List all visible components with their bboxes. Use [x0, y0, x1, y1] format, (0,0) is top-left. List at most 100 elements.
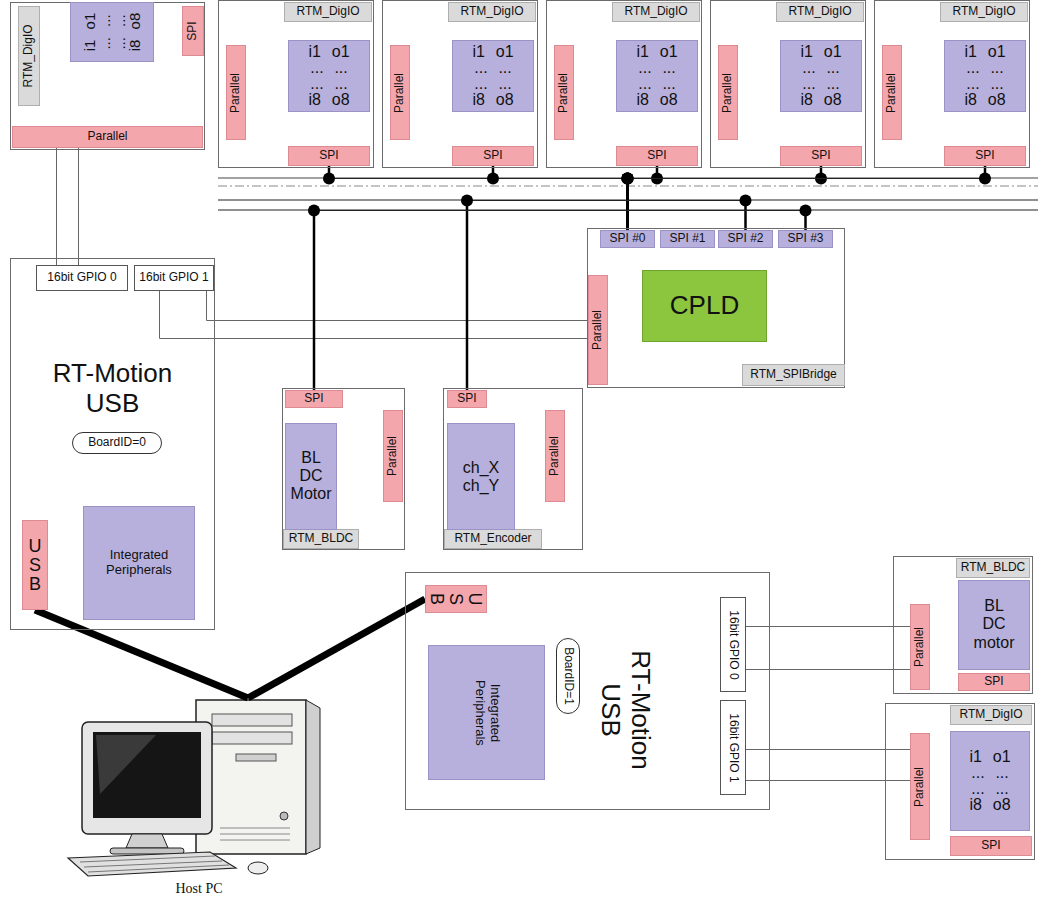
bus-junction-dot: [622, 173, 634, 185]
label-text: RTM_Encoder: [454, 532, 531, 546]
bus-junction-dot: [622, 173, 634, 185]
bus-junction-dot: [622, 173, 634, 185]
label-text: SPI: [975, 149, 994, 163]
board-label-tab: RTM_BLDC: [283, 529, 359, 549]
text-area: Parallel: [883, 46, 901, 139]
wire-segment: [78, 148, 79, 265]
bus-junction-dot: [740, 195, 752, 207]
port-box: USB: [425, 585, 487, 613]
text-area: SPI: [945, 147, 1025, 165]
keyboard-keys: [80, 856, 229, 872]
text-area: BL DC motor: [959, 581, 1029, 669]
text-area: Parallel: [555, 46, 573, 139]
port-box: SPI: [285, 390, 343, 408]
circuit-board: RTM_BLDCParallelBL DC motorSPI: [893, 556, 1033, 694]
board-label-tab: RTM_SPIBridge: [742, 364, 845, 386]
label-text: BoardID=0: [88, 436, 146, 450]
port-box: Parallel: [910, 604, 930, 690]
wire-segment: [746, 626, 910, 627]
text-area: RT-Motion USB: [30, 356, 195, 422]
label-text: CPLD: [670, 291, 739, 321]
text-area: Parallel: [546, 411, 564, 501]
port-box: SPI: [288, 146, 370, 166]
wire-segment: [248, 599, 425, 698]
label-text: SPI: [186, 21, 200, 40]
circuit-board: RTM_DigIOParalleli1 o1 ... ... ... ... i…: [546, 0, 702, 168]
wire-segment: [746, 669, 910, 670]
board-id-pill: BoardID=1: [556, 638, 580, 714]
circuit-board: RTM_BLDCSPIBL DC MotorParallel: [282, 388, 405, 550]
circuit-board: RTM_DigIOParalleli1 o1 ... ... ... ... i…: [382, 0, 538, 168]
parallel-cable: [746, 627, 910, 670]
label-text: SPI: [304, 392, 323, 406]
text-area: 16bit GPIO 0: [37, 266, 127, 290]
text-area: Parallel: [589, 276, 607, 384]
text-area: 16bit GPIO 1: [135, 266, 213, 290]
text-area: SPI: [448, 391, 486, 407]
board-label-tab: RTM_DigIO: [284, 2, 372, 22]
label-text: RTM_DigIO: [959, 708, 1022, 722]
circuit-board: RTM_SPIBridgeSPI #0SPI #1SPI #2SPI #3CPL…: [587, 228, 845, 388]
wire-segment: [628, 178, 986, 179]
bus-junction-dot: [461, 195, 473, 207]
label-text: Integrated Peripherals: [472, 673, 502, 753]
function-block: i1 o1 ... ... ... ... i8 o8: [288, 40, 370, 112]
function-block: SPI #0: [600, 230, 655, 248]
label-text: SPI: [647, 149, 666, 163]
text-area: i1 o1 ... ... ... ... i8 o8: [945, 41, 1025, 111]
board-label-tab: RTM_DigIO: [18, 6, 40, 106]
text-area: SPI: [959, 674, 1029, 690]
text-area: Parallel: [391, 46, 409, 139]
function-block: SPI #1: [660, 230, 715, 248]
label-text: RTM_DigIO: [296, 5, 359, 19]
label-text: SPI #0: [609, 232, 645, 246]
label-text: Parallel: [229, 72, 243, 112]
port-box: Parallel: [554, 45, 574, 140]
text-area: BoardID=0: [73, 433, 161, 453]
text-area: SPI: [289, 147, 369, 165]
label-text: i1 o1 ... ... ... ... i8 o8: [467, 44, 518, 108]
power-button: [280, 812, 288, 820]
wire-segment: [56, 148, 57, 265]
label-text: Parallel: [913, 766, 927, 806]
text-area: 16bit GPIO 1: [721, 701, 745, 794]
wire-segment: [626, 179, 629, 231]
text-area: Parallel: [911, 605, 929, 689]
label-text: Parallel: [721, 72, 735, 112]
circuit-board: RT-Motion USB USB Integrated Peripherals Bo…: [405, 572, 770, 810]
gpio-header: 16bit GPIO 0: [720, 597, 746, 692]
drive-slot: [236, 754, 276, 761]
monitor-screen: [93, 732, 201, 818]
parallel-cable: [160, 291, 589, 339]
function-block: i1 o1 ... ... ... ... i8 o8: [452, 40, 534, 112]
text-area: i1 o1 ... ... ... ... i8 o8: [781, 41, 861, 111]
label-text: SPI #3: [787, 232, 823, 246]
text-area: RT-Motion USB: [590, 625, 660, 795]
label-text: i1 o1 ... ... ... ... i8 o8: [959, 44, 1010, 108]
board-id-pill: BoardID=0: [72, 432, 162, 454]
function-block: i1 o1 ... ... ... ... i8 o8: [950, 731, 1030, 831]
text-area: Parallel: [719, 46, 737, 139]
label-text: SPI: [981, 839, 1000, 853]
port-box: Parallel: [226, 45, 246, 140]
port-box: Parallel: [718, 45, 738, 140]
wire-segment: [160, 291, 589, 339]
bus-junction-dot: [622, 173, 634, 185]
label-text: Parallel: [885, 72, 899, 112]
label-text: SPI #1: [669, 232, 705, 246]
label-text: Parallel: [548, 436, 562, 476]
function-block: i1 o1 ... ... ... ... i8 o8: [780, 40, 862, 112]
function-block: i1 o1 ... ... ... ... i8 o8: [616, 40, 698, 112]
label-text: Integrated Peripherals: [99, 548, 179, 578]
text-area: SPI #1: [661, 231, 714, 247]
label-text: USB: [28, 537, 42, 594]
drive-bay: [212, 732, 292, 744]
text-area: Integrated Peripherals: [429, 646, 544, 779]
label-text: RT-Motion USB: [595, 640, 655, 780]
wire-segment: [313, 211, 316, 391]
label-text: RTM_DigIO: [952, 5, 1015, 19]
port-box: Parallel: [910, 733, 930, 840]
gpio-header: 16bit GPIO 1: [720, 700, 746, 795]
wire-segment: [466, 201, 469, 391]
